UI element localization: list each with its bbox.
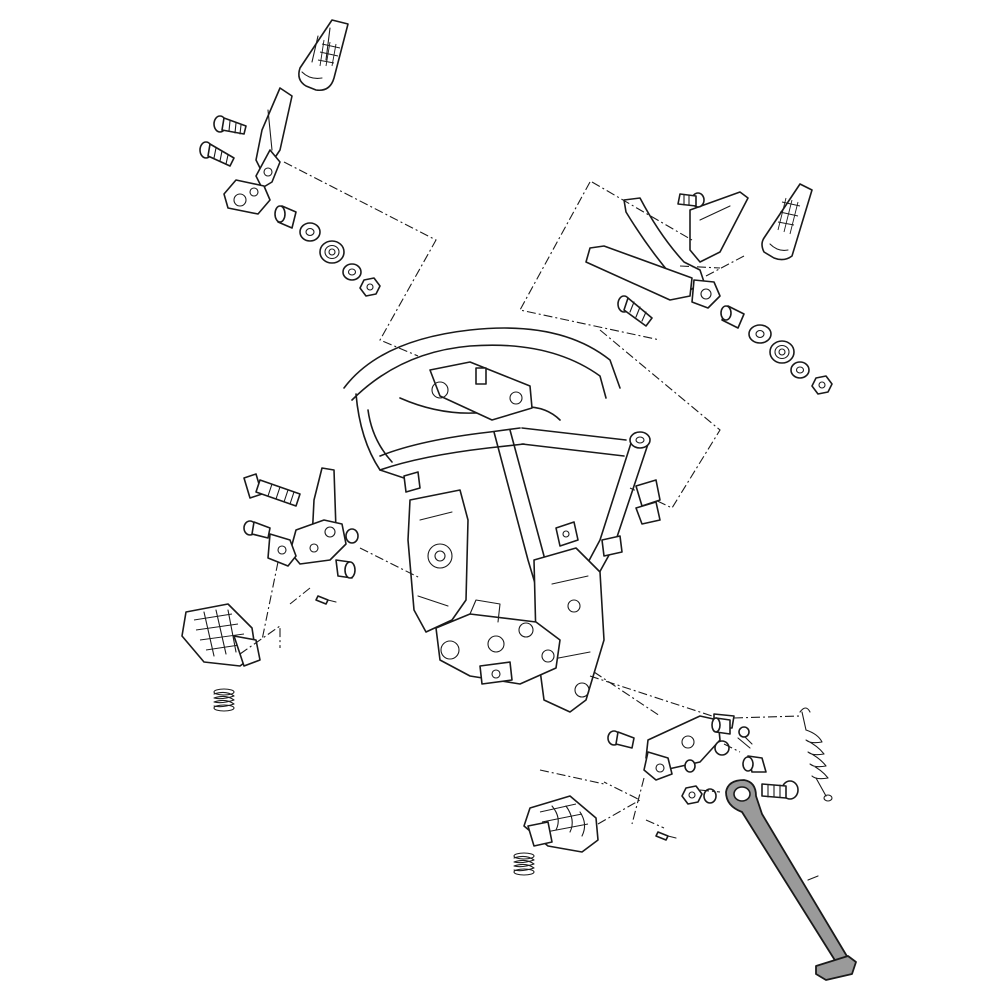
side-stand-nut (681, 785, 703, 805)
left-front-pivot-collar (267, 533, 297, 567)
left-front-spacer (335, 559, 356, 579)
left-front-spring (213, 688, 235, 712)
side-stand-collar (711, 717, 731, 735)
left-rear-nut (359, 277, 381, 297)
left-rear-bolt-upper (213, 115, 247, 135)
left-front-leader (239, 547, 421, 655)
right-rear-bolt-upper (677, 192, 705, 208)
right-rear-bolt-lower (617, 295, 653, 327)
right-rear-washer-1 (748, 324, 772, 344)
left-rear-leader (283, 161, 437, 357)
right-front-footrest-group (513, 671, 735, 876)
left-front-long-bolt (243, 473, 301, 507)
side-stand-group (589, 675, 857, 981)
right-front-bolt (607, 730, 635, 749)
side-stand-leader (589, 675, 801, 793)
frame-top-bracket (429, 361, 533, 421)
left-rear-footpeg-rubber (298, 19, 349, 92)
right-rear-bushing (769, 340, 795, 364)
left-rear-footrest-bracket (223, 87, 293, 215)
right-rear-footrest-bracket (585, 191, 749, 309)
left-front-short-bolt (243, 520, 271, 539)
left-rear-bolt-lower (199, 141, 235, 167)
left-rear-footrest-group (199, 19, 437, 357)
side-stand-spring (799, 707, 833, 802)
right-rear-collar (720, 305, 745, 329)
frame-upper-rail (343, 327, 621, 401)
left-rear-washer-2 (342, 263, 362, 281)
left-rear-bushing (319, 240, 345, 264)
left-front-footpeg (181, 603, 261, 667)
right-front-pivot-collar (643, 751, 696, 781)
frame-group (343, 327, 661, 713)
side-stand-bolt (761, 780, 799, 800)
right-front-footpeg (523, 795, 599, 853)
right-rear-washer-2 (790, 361, 810, 379)
right-rear-footrest-group (519, 181, 833, 509)
left-front-cotter-pin (315, 595, 329, 605)
side-stand-washer (703, 788, 717, 804)
right-front-spring (513, 852, 535, 876)
left-front-footrest-group (181, 467, 421, 712)
right-rear-nut (811, 375, 833, 395)
right-front-leader (539, 671, 665, 829)
left-rear-collar (274, 205, 297, 229)
left-front-bracket (289, 467, 359, 565)
side-stand-stop-bolt (737, 726, 767, 773)
right-rear-leader (519, 181, 745, 509)
right-rear-footpeg-rubber (761, 183, 813, 261)
side-stand-leg (725, 779, 857, 981)
frame-lower-crossmember (435, 613, 561, 685)
right-front-cotter-pin (655, 831, 669, 841)
left-rear-washer-1 (299, 222, 321, 242)
